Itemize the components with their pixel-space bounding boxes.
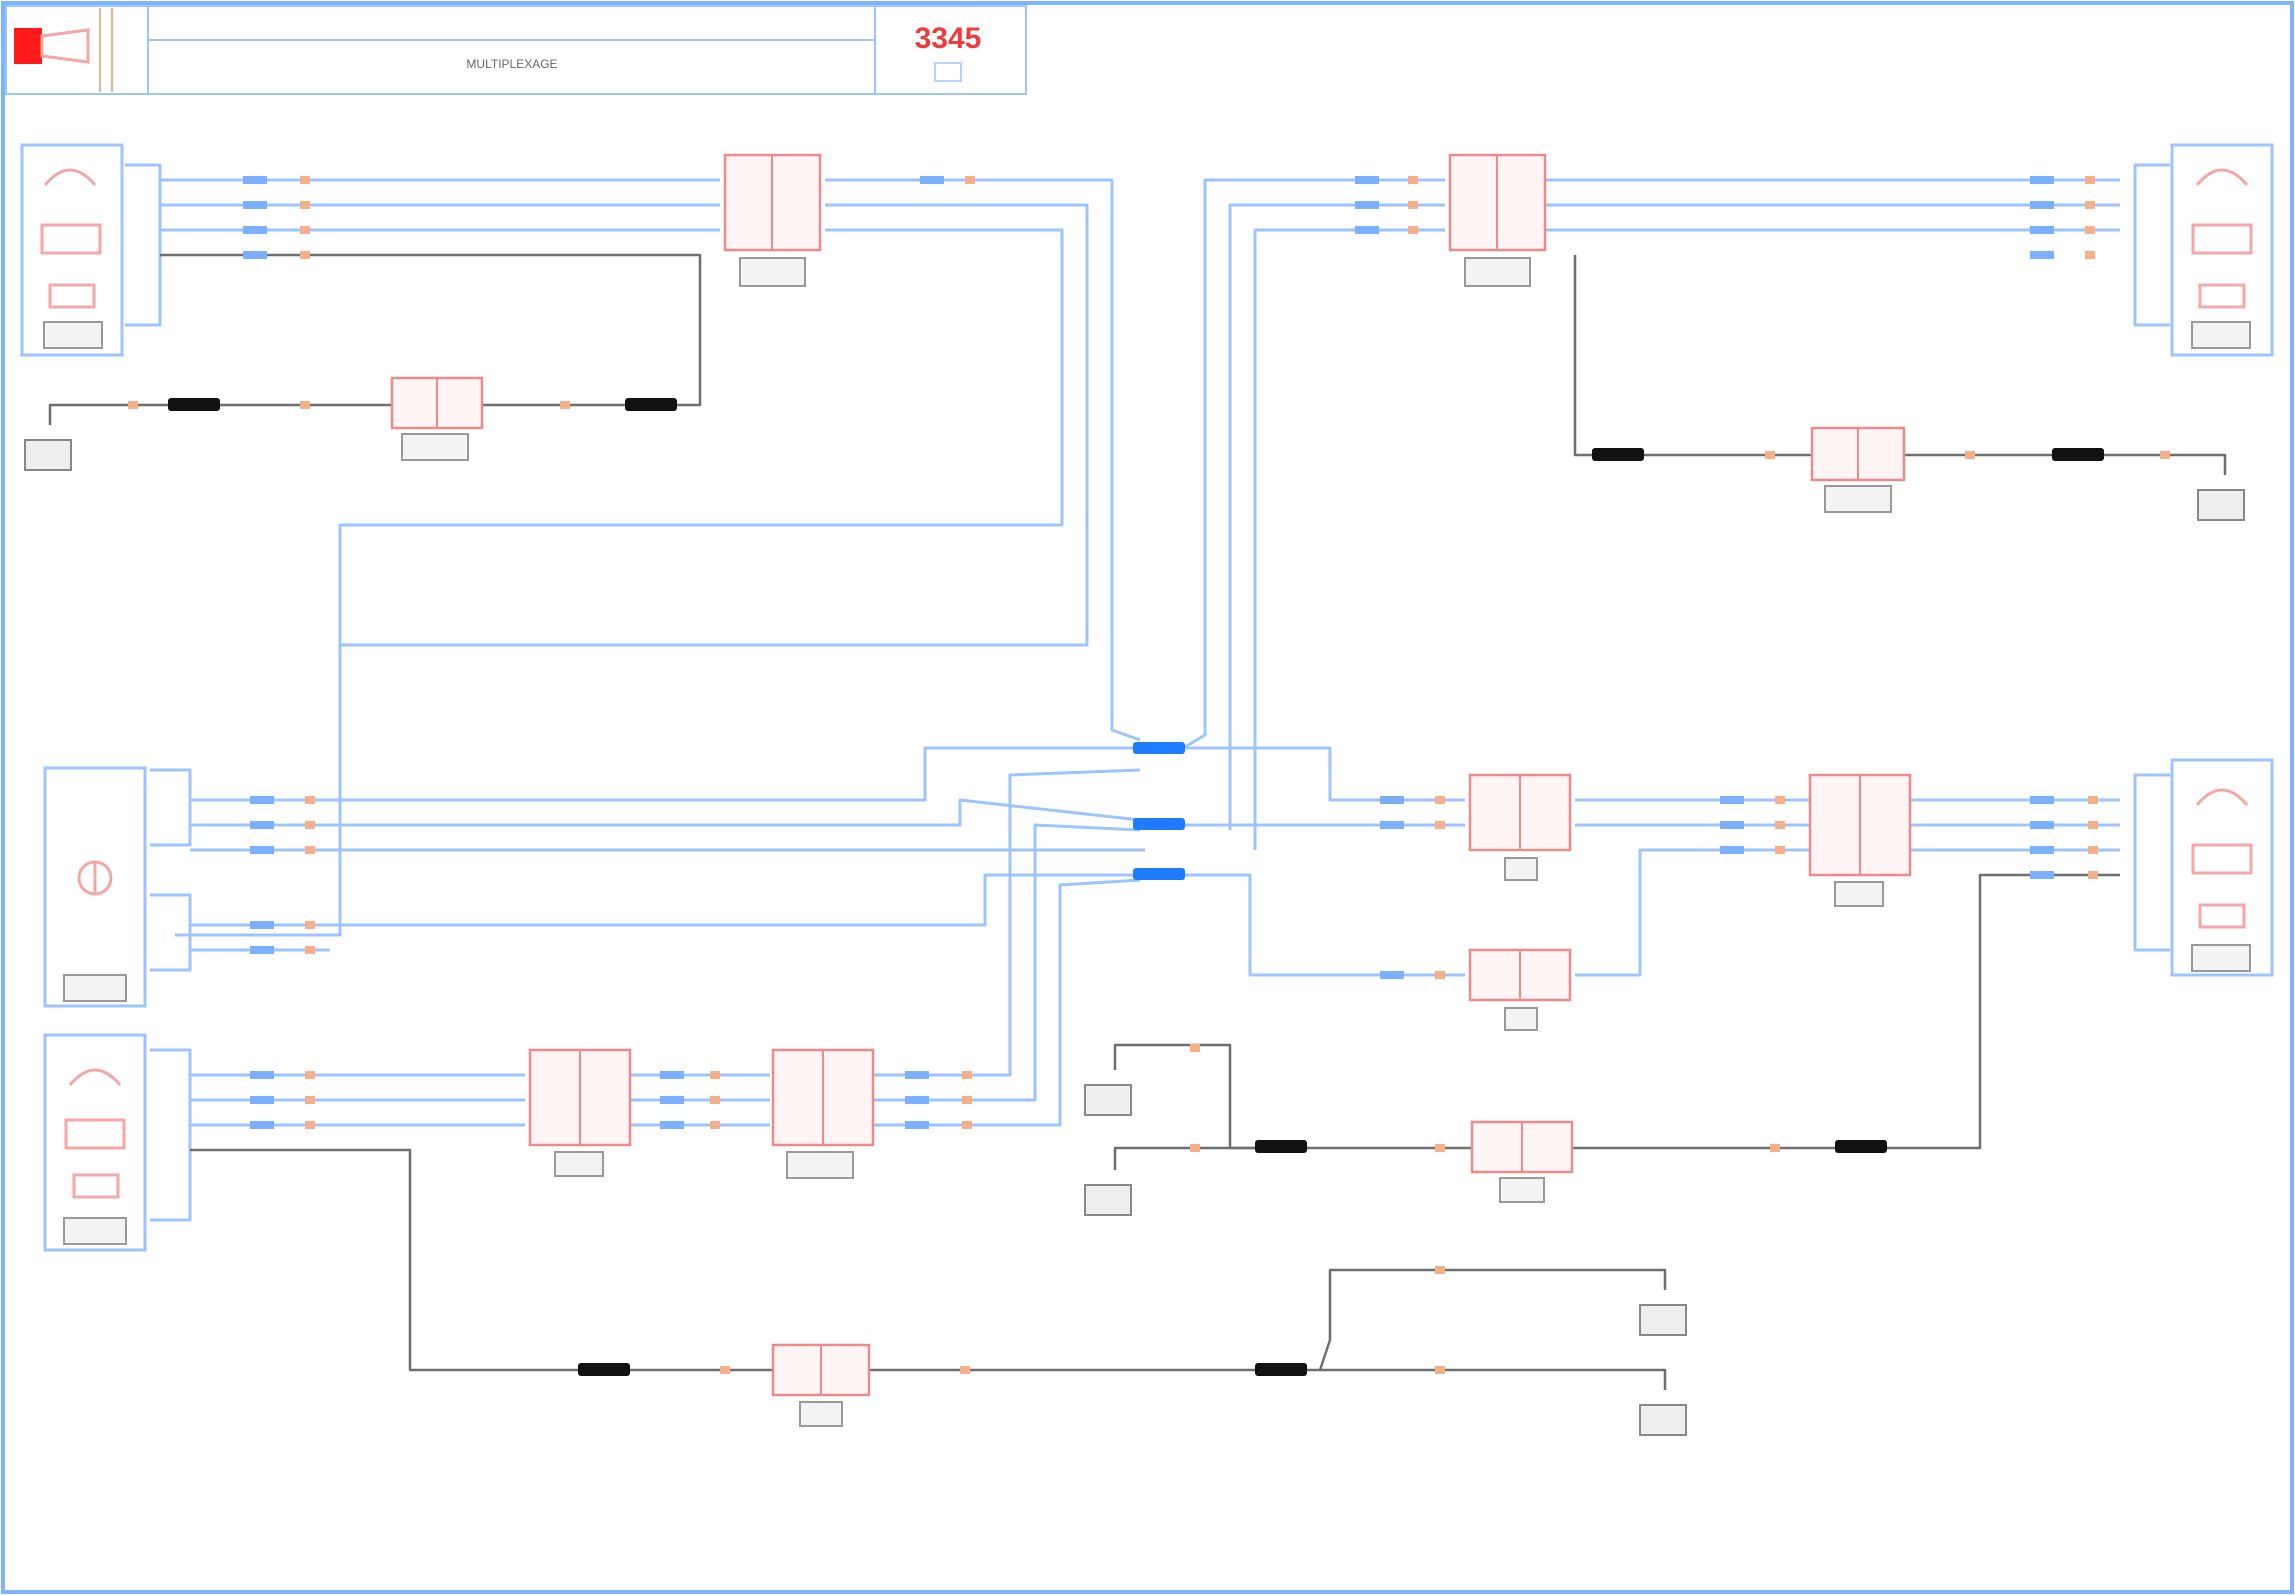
- door-module-icon: [2191, 168, 2253, 309]
- front-right-door-module: [2170, 143, 2274, 357]
- control-unit-icon: [77, 860, 113, 896]
- manufacturer-logo-icon: [14, 28, 42, 64]
- ground-icon: [1639, 1404, 1687, 1436]
- connector-front-left: [723, 153, 822, 287]
- wire-tags: [128, 176, 2170, 1374]
- connector-mid-a: [1468, 773, 1572, 881]
- central-control-unit: [43, 766, 147, 1008]
- connector-rear-right-ground: [1470, 1120, 1574, 1203]
- connector-rear-ground: [771, 1343, 871, 1427]
- components: [20, 143, 2274, 1252]
- ground-icon: [24, 439, 72, 471]
- door-module-icon: [40, 168, 102, 309]
- ground-icon: [2197, 489, 2245, 521]
- connectors: [390, 153, 1912, 1427]
- bus-splices: [1133, 742, 1185, 880]
- connector-front-right-ground: [1810, 426, 1906, 513]
- door-module-icon: [2191, 788, 2253, 929]
- ground-icon: [1084, 1184, 1132, 1216]
- ground-icon: [1639, 1304, 1687, 1336]
- door-module-icon: [64, 1068, 126, 1199]
- logo-wedge-icon: [40, 28, 90, 64]
- connector-mid-b: [1808, 773, 1912, 907]
- rear-right-door-module: [2170, 758, 2274, 977]
- page-indicator-icon: [934, 62, 962, 82]
- front-left-door-module: [20, 143, 124, 357]
- title-block: MULTIPLEXAGE 3345: [5, 5, 1027, 95]
- connector-rear-left-b: [771, 1048, 875, 1179]
- connector-front-right: [1448, 153, 1547, 287]
- rear-left-door-module: [43, 1033, 147, 1252]
- diagram-code: 3345: [915, 22, 982, 55]
- ground-splices: [168, 398, 2104, 1376]
- connector-front-left-ground: [390, 376, 484, 461]
- diagram-title: MULTIPLEXAGE: [466, 57, 557, 71]
- connector-mid-c: [1468, 948, 1572, 1031]
- connector-rear-left-a: [528, 1048, 632, 1177]
- ground-icon: [1084, 1084, 1132, 1116]
- blue-wiring: [125, 163, 2170, 1222]
- ground-symbols: [24, 439, 2245, 1436]
